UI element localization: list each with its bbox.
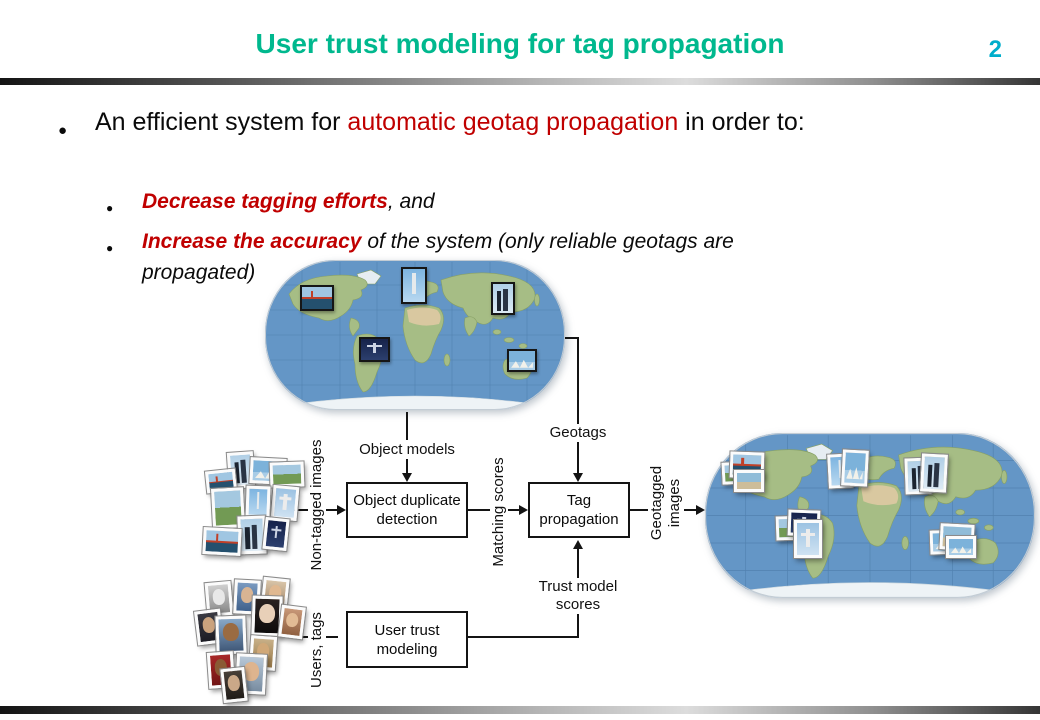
geotagged-photo <box>733 469 765 493</box>
connector-geotags-to-box <box>577 441 579 474</box>
box-object-duplicate-detection: Object duplicate detection <box>346 482 468 538</box>
label-geotagged-images: Geotagged images <box>648 455 684 551</box>
bullet-marker: ● <box>106 241 114 255</box>
landmark-photo <box>269 483 301 523</box>
label-geotags: Geotags <box>543 424 613 442</box>
arrowhead-into-tag-bottom <box>573 540 583 549</box>
map-photo-opera-house <box>507 349 537 372</box>
connector-map-to-geotags-v <box>577 337 579 424</box>
geotagged-photo <box>918 452 950 494</box>
landmark-photo <box>261 515 291 553</box>
arrowhead-into-result-map <box>696 505 705 515</box>
main-bullet-pre: An efficient system for <box>95 108 348 136</box>
sub-bullet-1-rest: , and <box>387 190 435 213</box>
bullet-marker: ● <box>58 122 68 139</box>
user-photo <box>276 603 308 641</box>
sub-bullet-2-text: Increase the accuracy of the system (onl… <box>142 226 806 288</box>
main-bullet: ● An efficient system for automatic geot… <box>58 103 898 150</box>
geotagged-photo <box>840 448 870 488</box>
connector-object-models-to-box <box>406 459 408 474</box>
label-users-tags: Users, tags <box>308 600 326 700</box>
footer-bar <box>0 706 1040 714</box>
main-bullet-highlight: automatic geotag propagation <box>347 108 679 136</box>
label-matching-scores: Matching scores <box>490 442 508 582</box>
header-divider <box>0 78 1040 85</box>
landmark-photo <box>244 484 272 520</box>
sub-bullet-1-text: Decrease tagging efforts, and <box>142 186 435 217</box>
connector-utm-elbow-h <box>468 636 578 638</box>
page-title: User trust modeling for tag propagation <box>255 28 785 59</box>
landmark-photo <box>268 460 306 489</box>
main-bullet-post: in order to: <box>678 108 805 136</box>
main-bullet-text: An efficient system for automatic geotag… <box>95 103 805 141</box>
sub-bullet-1: ● Decrease tagging efforts, and <box>106 186 866 224</box>
user-photo <box>219 665 249 705</box>
map-photo-christ-redeemer <box>359 337 390 362</box>
label-object-models: Object models <box>352 441 462 459</box>
sub-bullet-2-rest: of the system (only reliable geotags are… <box>142 230 734 284</box>
sub-bullet-1-highlight: Decrease tagging efforts <box>142 190 388 213</box>
geotagged-photo <box>945 535 977 559</box>
box-tag-propagation: Tag propagation <box>528 482 630 538</box>
sub-bullet-2: ● Increase the accuracy of the system (o… <box>106 226 806 288</box>
arrowhead-into-odd-left <box>337 505 346 515</box>
landmark-photo <box>201 525 243 558</box>
arrowhead-into-odd-top <box>402 473 412 482</box>
page-number: 2 <box>988 36 1002 63</box>
map-photo-golden-gate <box>300 285 334 311</box>
user-photo <box>214 614 248 656</box>
connector-map-to-object-models <box>406 412 408 440</box>
label-non-tagged-images: Non-tagged images <box>308 430 326 580</box>
bullet-marker: ● <box>106 201 114 215</box>
arrowhead-into-tag-top <box>573 473 583 482</box>
map-photo-skyscrapers <box>491 282 515 315</box>
arrowhead-into-tag-left <box>519 505 528 515</box>
box-user-trust-modeling: User trust modeling <box>346 611 468 668</box>
geotagged-photo <box>793 519 823 559</box>
connector-map-to-geotags-h <box>565 337 579 339</box>
map-photo-tower <box>401 267 427 304</box>
label-trust-model-scores: Trust model scores <box>533 578 623 614</box>
sub-bullet-2-highlight: Increase the accuracy <box>142 230 362 253</box>
